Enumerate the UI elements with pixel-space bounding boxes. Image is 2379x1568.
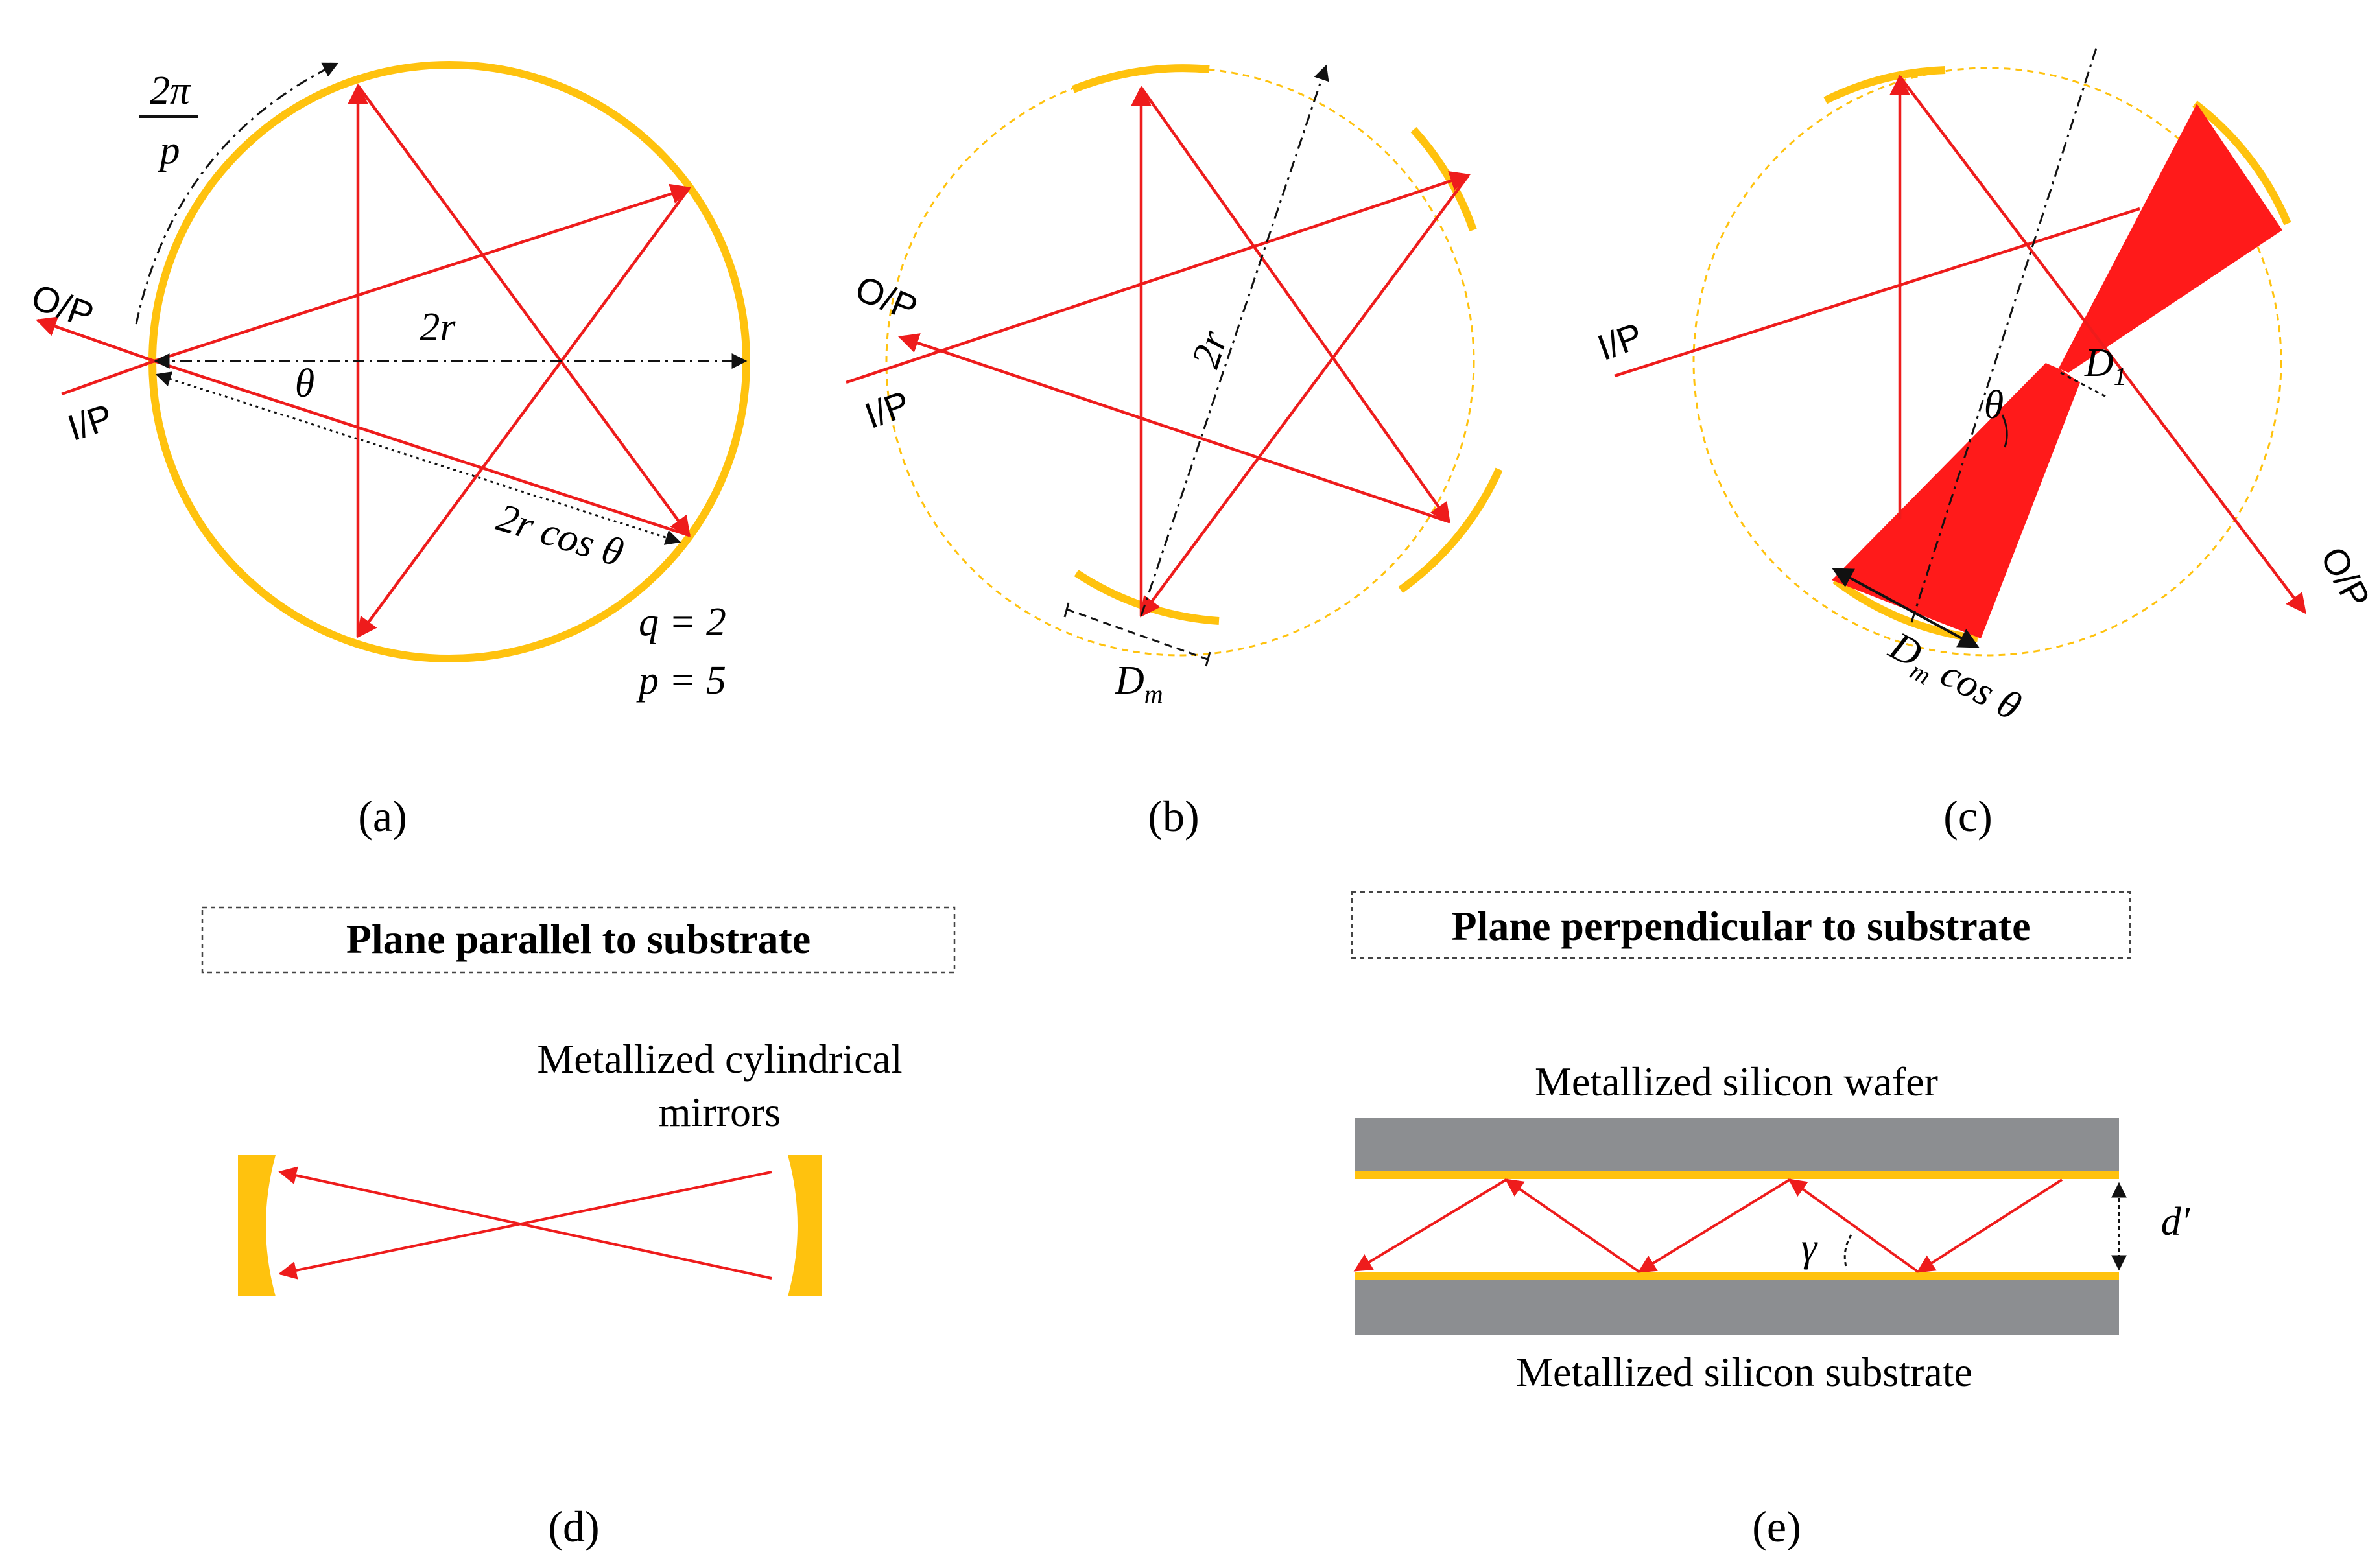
angle-numerator: 2π xyxy=(150,69,191,113)
diameter-guide-c xyxy=(1910,43,2099,623)
output-label-c: O/P xyxy=(2313,540,2378,614)
beam-width-label: D1 xyxy=(2084,341,2127,391)
panel-label-b: (b) xyxy=(1148,791,1199,841)
input-label: I/P xyxy=(63,396,118,449)
projected-width-label: Dm cos θ xyxy=(1879,624,2028,734)
panel-label-d: (d) xyxy=(548,1502,599,1551)
panel-c: θ D1 I/P O/P Dm cos θ (c) xyxy=(1592,43,2378,841)
output-label: O/P xyxy=(27,276,99,336)
chord-guide xyxy=(155,371,681,545)
title-box-e xyxy=(1351,891,2131,959)
top-silicon-wafer xyxy=(1355,1118,2119,1175)
panel-e: Plane perpendicular to substrate Metalli… xyxy=(1351,891,2191,1551)
mirror-segment-top xyxy=(1071,64,1210,93)
projected-width-arrow xyxy=(1832,568,1980,648)
left-cylindrical-mirror xyxy=(238,1155,276,1296)
mirror-segments xyxy=(1071,64,1503,625)
box-title-e: Plane perpendicular to substrate xyxy=(1451,903,2030,949)
mirror-width-label: Dm xyxy=(1115,659,1163,708)
diameter-label: 2r xyxy=(420,305,456,349)
panel-b: 2r O/P I/P Dm (b) xyxy=(846,64,1503,841)
beam-waist-guide xyxy=(2060,371,2107,398)
title-box-d xyxy=(201,906,956,974)
ray-path-c xyxy=(1614,74,2306,614)
gamma-label: γ xyxy=(1801,1226,1818,1270)
panel-a: 2π p O/P I/P 2r θ 2r cos θ q = 2 p = 5 (… xyxy=(27,61,750,841)
theta-arc-c xyxy=(2001,414,2008,448)
top-metal-layer xyxy=(1355,1171,2119,1179)
mirror-segment-right-lower xyxy=(1398,467,1503,593)
gap-label: d′ xyxy=(2161,1200,2191,1244)
crossing-rays xyxy=(278,1166,772,1280)
mirror-label-line2: mirrors xyxy=(659,1089,781,1135)
q-equation: q = 2 xyxy=(639,600,726,644)
p-equation: p = 5 xyxy=(636,659,726,703)
bottom-silicon-substrate xyxy=(1355,1280,2119,1335)
gamma-arc xyxy=(1843,1234,1852,1270)
panel-d: Plane parallel to substrate Metallized c… xyxy=(201,906,956,1551)
theta-label: θ xyxy=(295,362,314,406)
bottom-substrate-label: Metallized silicon substrate xyxy=(1516,1349,1972,1395)
input-label-c: I/P xyxy=(1592,314,1648,368)
box-title-d: Plane parallel to substrate xyxy=(346,916,811,962)
diameter-label-b: 2r xyxy=(1183,325,1237,373)
diameter-guide-b xyxy=(1140,64,1329,616)
arc-angle-guide xyxy=(135,62,339,325)
mirror-label-line1: Metallized cylindrical xyxy=(537,1036,902,1082)
angle-denominator: p xyxy=(158,128,180,172)
panel-label-e: (e) xyxy=(1752,1502,1801,1551)
panel-label-c: (c) xyxy=(1943,791,1992,841)
theta-label-c: θ xyxy=(1984,383,2004,427)
top-wafer-label: Metallized silicon wafer xyxy=(1535,1059,1938,1105)
mirror-segment-bottom xyxy=(1074,569,1220,625)
beam-bowtie xyxy=(1832,104,2282,638)
mirror-ring-outline-c xyxy=(1692,67,2282,657)
mirror-ring-outline xyxy=(885,67,1475,657)
zigzag-rays xyxy=(1353,1178,2063,1273)
bottom-metal-layer xyxy=(1355,1272,2119,1280)
star-ray-path-b xyxy=(846,85,1471,618)
input-label-b: I/P xyxy=(859,382,915,436)
output-label-b: O/P xyxy=(850,268,923,329)
panel-label-a: (a) xyxy=(358,791,407,841)
right-cylindrical-mirror xyxy=(788,1155,822,1296)
